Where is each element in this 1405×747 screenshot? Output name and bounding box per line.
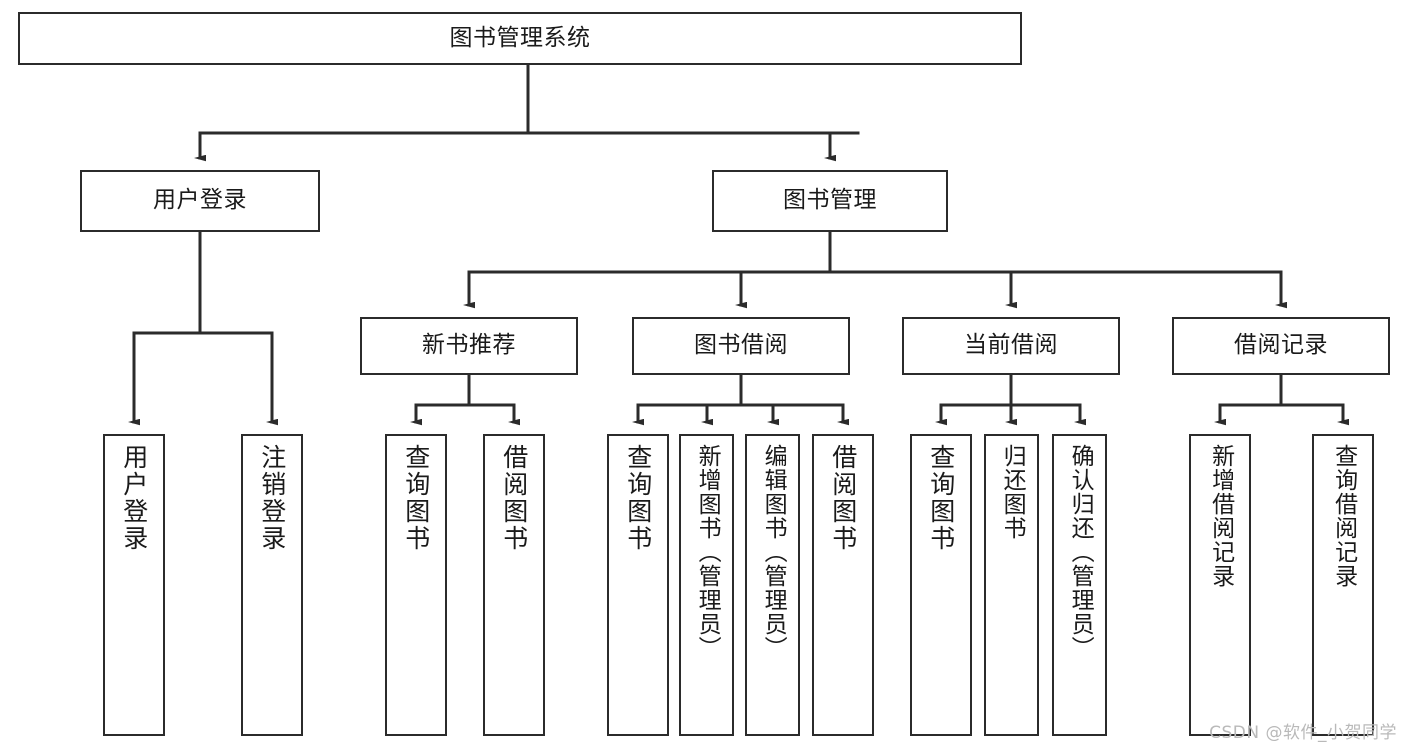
leaf-edit-book[interactable]: 编辑图书（管理员） <box>745 434 800 736</box>
node-book-borrow-label: 图书借阅 <box>694 332 788 359</box>
node-new-book-rec-label: 新书推荐 <box>422 332 516 359</box>
connector-book-manage-to-level3 <box>463 230 1287 309</box>
node-borrow-record[interactable]: 借阅记录 <box>1172 317 1390 375</box>
leaf-query-book-3-label: 查询图书 <box>926 444 956 552</box>
leaf-add-book[interactable]: 新增图书（管理员） <box>679 434 734 736</box>
leaf-borrow-book-1-label: 借阅图书 <box>499 444 529 552</box>
connector-new-book-rec-to-leaves <box>410 373 520 426</box>
leaf-query-book-1[interactable]: 查询图书 <box>385 434 447 736</box>
node-book-manage[interactable]: 图书管理 <box>712 170 948 232</box>
leaf-logout-label: 注销登录 <box>257 444 287 552</box>
leaf-query-book-2-label: 查询图书 <box>623 444 653 552</box>
connector-borrow-record-to-leaves <box>1214 373 1349 426</box>
leaf-add-record-label: 新增借阅记录 <box>1207 444 1234 588</box>
node-root-label: 图书管理系统 <box>449 24 591 51</box>
connector-current-borrow-to-leaves <box>935 373 1086 426</box>
leaf-confirm-return[interactable]: 确认归还（管理员） <box>1052 434 1107 736</box>
connector-root-to-level2 <box>194 63 860 162</box>
node-new-book-rec[interactable]: 新书推荐 <box>360 317 578 375</box>
node-user-login-label: 用户登录 <box>153 187 247 214</box>
node-book-manage-label: 图书管理 <box>783 187 877 214</box>
leaf-borrow-book-2[interactable]: 借阅图书 <box>812 434 874 736</box>
leaf-edit-book-label: 编辑图书（管理员） <box>760 444 787 660</box>
leaf-add-book-label: 新增图书（管理员） <box>694 444 721 660</box>
node-root[interactable]: 图书管理系统 <box>18 12 1022 65</box>
leaf-return-book-label: 归还图书 <box>999 444 1026 540</box>
node-book-borrow[interactable]: 图书借阅 <box>632 317 850 375</box>
leaf-query-book-2[interactable]: 查询图书 <box>607 434 669 736</box>
leaf-confirm-return-label: 确认归还（管理员） <box>1067 444 1094 660</box>
leaf-return-book[interactable]: 归还图书 <box>984 434 1039 736</box>
leaf-user-login-label: 用户登录 <box>119 444 149 552</box>
node-borrow-record-label: 借阅记录 <box>1234 332 1328 359</box>
leaf-borrow-book-1[interactable]: 借阅图书 <box>483 434 545 736</box>
leaf-logout[interactable]: 注销登录 <box>241 434 303 736</box>
leaf-query-record-label: 查询借阅记录 <box>1330 444 1357 588</box>
leaf-query-book-1-label: 查询图书 <box>401 444 431 552</box>
node-current-borrow[interactable]: 当前借阅 <box>902 317 1120 375</box>
leaf-borrow-book-2-label: 借阅图书 <box>828 444 858 552</box>
leaf-add-record[interactable]: 新增借阅记录 <box>1189 434 1251 736</box>
leaf-query-book-3[interactable]: 查询图书 <box>910 434 972 736</box>
connector-user-login-to-leaves <box>128 230 278 426</box>
leaf-query-record[interactable]: 查询借阅记录 <box>1312 434 1374 736</box>
connector-book-borrow-to-leaves <box>632 373 849 426</box>
node-current-borrow-label: 当前借阅 <box>964 332 1058 359</box>
node-user-login[interactable]: 用户登录 <box>80 170 320 232</box>
leaf-user-login[interactable]: 用户登录 <box>103 434 165 736</box>
